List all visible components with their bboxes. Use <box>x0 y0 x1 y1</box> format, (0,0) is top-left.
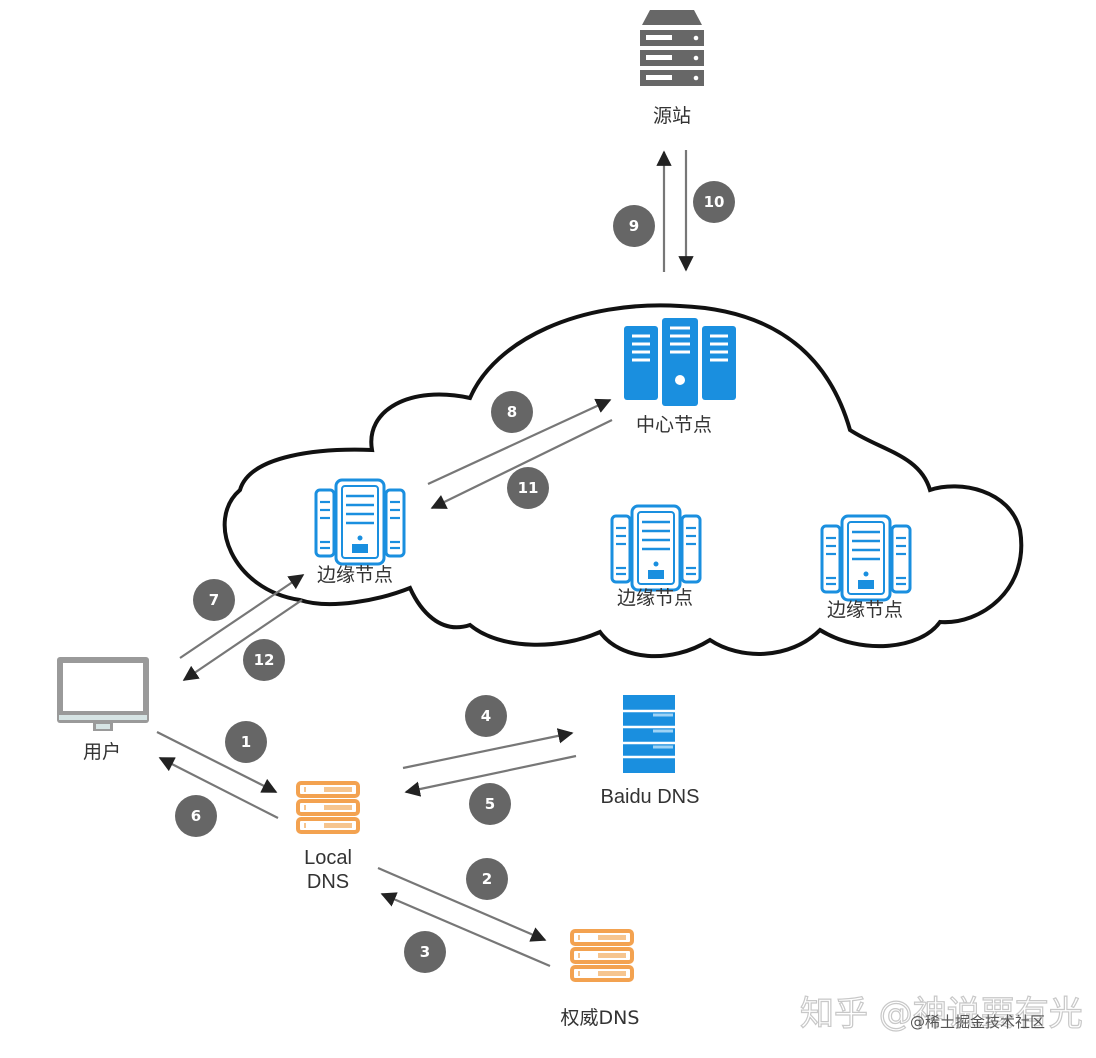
step-badge-6: 6 <box>175 795 217 837</box>
arrow-step-2 <box>377 866 547 942</box>
arrow-step-7 <box>179 574 305 659</box>
center-node-label: 中心节点 <box>636 414 712 436</box>
center-server-cluster-icon <box>624 318 736 406</box>
user-monitor-icon <box>57 657 149 731</box>
step-badge-9: 9 <box>613 205 655 247</box>
svg-text:12: 12 <box>254 651 275 669</box>
baidu-dns-label: Baidu DNS <box>601 786 700 808</box>
svg-text:11: 11 <box>518 479 539 497</box>
watermark-sub: @稀土掘金技术社区 <box>910 1013 1045 1031</box>
svg-text:7: 7 <box>209 591 219 609</box>
arrow-step-11 <box>430 419 613 509</box>
step-badge-2: 2 <box>466 858 508 900</box>
svg-text:2: 2 <box>482 870 492 888</box>
step-badge-1: 1 <box>225 721 267 763</box>
watermark-main: 知乎 @神说要有光 <box>800 994 1083 1034</box>
arrow-step-1 <box>156 731 278 793</box>
user-label: 用户 <box>83 741 121 763</box>
step-badge-3: 3 <box>404 931 446 973</box>
baidu-dns-stack-icon <box>623 695 675 773</box>
local-dns-label-line1: Local <box>304 847 352 869</box>
svg-text:4: 4 <box>481 707 491 725</box>
svg-text:9: 9 <box>629 217 639 235</box>
step-badge-8: 8 <box>491 391 533 433</box>
arrow-step-3 <box>380 892 551 968</box>
origin-server-icon <box>640 10 704 86</box>
svg-text:10: 10 <box>704 193 725 211</box>
arrow-step-6 <box>158 757 279 819</box>
auth-dns-label: 权威DNS <box>561 1007 640 1029</box>
svg-text:3: 3 <box>420 943 430 961</box>
step-badge-7: 7 <box>193 579 235 621</box>
step-badge-10: 10 <box>693 181 735 223</box>
svg-text:6: 6 <box>191 807 201 825</box>
arrow-step-4 <box>402 728 574 770</box>
edge-node-label-2: 边缘节点 <box>617 587 693 609</box>
arrow-step-5 <box>404 754 577 797</box>
edge-node-label-3: 边缘节点 <box>827 599 903 621</box>
step-badge-11: 11 <box>507 467 549 509</box>
svg-text:8: 8 <box>507 403 517 421</box>
svg-text:5: 5 <box>485 795 495 813</box>
auth-dns-server-icon <box>570 929 634 982</box>
origin-label: 源站 <box>653 105 691 127</box>
step-badge-12: 12 <box>243 639 285 681</box>
arrow-step-12 <box>182 599 303 681</box>
arrow-step-8 <box>427 398 612 485</box>
edge-node-label-1: 边缘节点 <box>317 564 393 586</box>
local-dns-label-line2: DNS <box>307 871 349 893</box>
step-badge-5: 5 <box>469 783 511 825</box>
local-dns-server-icon <box>296 781 360 834</box>
svg-text:1: 1 <box>241 733 251 751</box>
step-badge-4: 4 <box>465 695 507 737</box>
